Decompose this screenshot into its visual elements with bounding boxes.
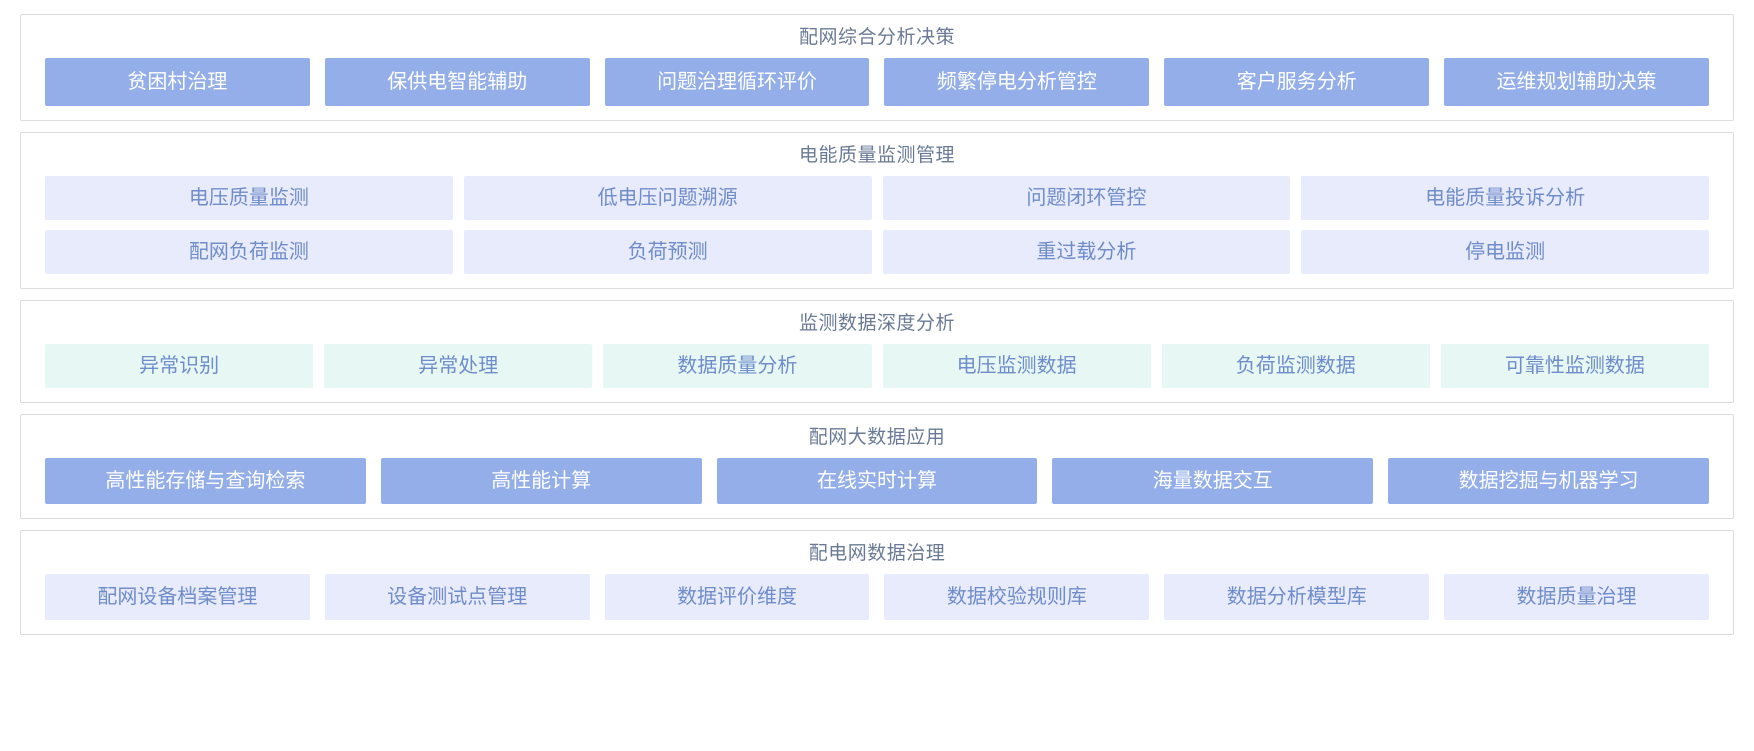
tile-load-monitoring-data[interactable]: 负荷监测数据 — [1161, 344, 1430, 388]
tile-data-quality-governance[interactable]: 数据质量治理 — [1444, 574, 1709, 620]
tile-power-quality-complaint-analysis[interactable]: 电能质量投诉分析 — [1301, 176, 1709, 220]
section-comprehensive-analysis-decision: 配网综合分析决策 贫困村治理 保供电智能辅助 问题治理循环评价 频繁停电分析管控… — [20, 14, 1734, 121]
tile-anomaly-handling[interactable]: 异常处理 — [324, 344, 593, 388]
tile-poverty-village-governance[interactable]: 贫困村治理 — [45, 58, 310, 106]
section-title: 配电网数据治理 — [808, 543, 946, 564]
tile-device-archive-management[interactable]: 配网设备档案管理 — [45, 574, 310, 620]
section-distribution-big-data-application: 配网大数据应用 高性能存储与查询检索 高性能计算 在线实时计算 海量数据交互 数… — [20, 414, 1734, 519]
tile-high-performance-storage-query[interactable]: 高性能存储与查询检索 — [45, 458, 366, 504]
section-monitoring-data-deep-analysis: 监测数据深度分析 异常识别 异常处理 数据质量分析 电压监测数据 负荷监测数据 … — [20, 300, 1734, 403]
tile-row: 配网设备档案管理 设备测试点管理 数据评价维度 数据校验规则库 数据分析模型库 … — [45, 574, 1709, 620]
tile-data-evaluation-dimension[interactable]: 数据评价维度 — [604, 574, 870, 620]
tile-customer-service-analysis[interactable]: 客户服务分析 — [1164, 58, 1430, 106]
tile-anomaly-identification[interactable]: 异常识别 — [45, 344, 314, 388]
tile-row: 贫困村治理 保供电智能辅助 问题治理循环评价 频繁停电分析管控 客户服务分析 运… — [45, 58, 1709, 106]
tile-device-test-point-management[interactable]: 设备测试点管理 — [324, 574, 590, 620]
tile-power-supply-intelligent-assist[interactable]: 保供电智能辅助 — [324, 58, 590, 106]
tile-massive-data-interaction[interactable]: 海量数据交互 — [1052, 458, 1374, 504]
section-distribution-network-data-governance: 配电网数据治理 配网设备档案管理 设备测试点管理 数据评价维度 数据校验规则库 … — [20, 530, 1734, 635]
tile-row: 配网负荷监测 负荷预测 重过载分析 停电监测 — [45, 230, 1709, 274]
tile-row: 高性能存储与查询检索 高性能计算 在线实时计算 海量数据交互 数据挖掘与机器学习 — [45, 458, 1709, 504]
tile-data-analysis-model-library[interactable]: 数据分析模型库 — [1164, 574, 1430, 620]
tile-row: 异常识别 异常处理 数据质量分析 电压监测数据 负荷监测数据 可靠性监测数据 — [45, 344, 1710, 388]
tile-high-performance-computing[interactable]: 高性能计算 — [380, 458, 702, 504]
tile-low-voltage-problem-tracing[interactable]: 低电压问题溯源 — [463, 176, 872, 220]
tile-data-validation-rule-library[interactable]: 数据校验规则库 — [884, 574, 1150, 620]
tile-online-realtime-computing[interactable]: 在线实时计算 — [716, 458, 1038, 504]
tile-frequent-outage-analysis-control[interactable]: 频繁停电分析管控 — [884, 58, 1150, 106]
section-power-quality-monitoring-management: 电能质量监测管理 电压质量监测 低电压问题溯源 问题闭环管控 电能质量投诉分析 … — [20, 132, 1734, 289]
tile-data-quality-analysis[interactable]: 数据质量分析 — [603, 344, 872, 388]
tile-problem-closed-loop-control[interactable]: 问题闭环管控 — [882, 176, 1291, 220]
section-title: 监测数据深度分析 — [798, 313, 955, 334]
section-title: 配网综合分析决策 — [798, 27, 955, 48]
tile-problem-governance-cycle-evaluation[interactable]: 问题治理循环评价 — [604, 58, 870, 106]
tile-reliability-monitoring-data[interactable]: 可靠性监测数据 — [1440, 344, 1710, 388]
tile-om-planning-assist-decision[interactable]: 运维规划辅助决策 — [1444, 58, 1709, 106]
tile-load-forecasting[interactable]: 负荷预测 — [463, 230, 872, 274]
section-title: 配网大数据应用 — [808, 427, 946, 448]
tile-distribution-load-monitoring[interactable]: 配网负荷监测 — [45, 230, 453, 274]
section-title: 电能质量监测管理 — [798, 145, 955, 166]
tile-row: 电压质量监测 低电压问题溯源 问题闭环管控 电能质量投诉分析 — [45, 176, 1709, 220]
tile-outage-monitoring[interactable]: 停电监测 — [1301, 230, 1709, 274]
tile-heavy-overload-analysis[interactable]: 重过载分析 — [882, 230, 1291, 274]
tile-data-mining-machine-learning[interactable]: 数据挖掘与机器学习 — [1388, 458, 1709, 504]
tile-voltage-monitoring-data[interactable]: 电压监测数据 — [882, 344, 1151, 388]
tile-voltage-quality-monitoring[interactable]: 电压质量监测 — [45, 176, 453, 220]
